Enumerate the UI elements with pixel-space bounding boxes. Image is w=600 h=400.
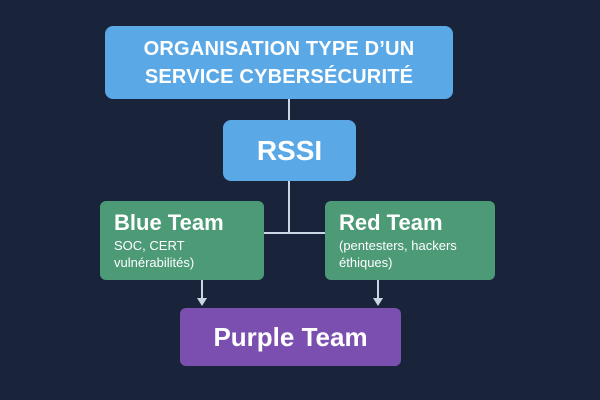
purple-team-name: Purple Team <box>213 321 368 352</box>
blue-team-name: Blue Team <box>114 209 224 235</box>
rssi-node: RSSI <box>223 120 356 181</box>
blue-team-desc-line-1: SOC, CERT <box>114 237 185 253</box>
red-team-desc-line-2: éthiques) <box>339 254 393 270</box>
title-line-2: SERVICE CYBERSÉCURITÉ <box>144 65 414 88</box>
title-box: ORGANISATION TYPE D’UN SERVICE CYBERSÉCU… <box>105 26 453 99</box>
rssi-label: RSSI <box>256 134 323 166</box>
red-team-desc-line-1: (pentesters, hackers <box>339 237 457 253</box>
red-team-node: Red Team (pentesters, hackers éthiques) <box>325 201 495 280</box>
purple-team-node: Purple Team <box>180 308 401 366</box>
arrowhead-red-purple <box>373 298 383 306</box>
title-line-1: ORGANISATION TYPE D’UN <box>143 37 415 60</box>
arrowhead-blue-purple <box>197 298 207 306</box>
blue-team-desc-line-2: vulnérabilités) <box>114 254 195 270</box>
blue-team-node: Blue Team SOC, CERT vulnérabilités) <box>100 201 264 280</box>
red-team-name: Red Team <box>339 209 443 235</box>
